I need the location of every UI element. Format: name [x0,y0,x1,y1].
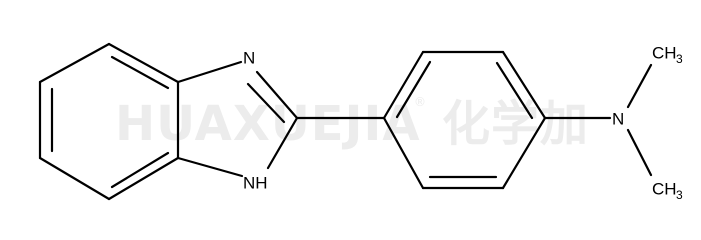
bond-b1-b2 [107,42,180,84]
atom-label-n-amine: N [612,109,624,128]
atom-label-n-imine: N [243,48,255,67]
bond-b3-b4-inner [110,151,170,189]
watermark: HUAXUEJIA ® 化学加 [115,95,589,152]
dimethylamino-group [543,63,653,177]
watermark-registered: ® [414,95,426,109]
bond-n3-c2-inner [246,82,286,124]
bond-p1-p2 [382,50,425,120]
bond-b3-b4 [107,156,180,201]
atom-label-methyl-top-subscript: 3 [676,52,683,66]
phenyl-ring [382,50,547,190]
bond-n-methyl-top [626,63,653,109]
bond-b4-b5 [38,156,111,201]
atom-label-methyl-bottom-subscript: 3 [676,188,683,202]
atom-label-methyl-bottom: CH [652,179,677,198]
watermark-cjk: 化学加 [442,96,589,152]
bond-p3-p4-inner [495,61,534,120]
bond-b6-b1 [38,42,111,84]
atom-label-nh: NH [243,173,268,192]
benzo-ring [38,42,180,201]
bond-p6-p1 [382,116,425,190]
bond-n1-c7a [176,156,244,178]
bond-c3a-n3 [176,60,243,84]
atom-labels: N NH N CH 3 CH 3 [243,43,683,202]
imidazole-ring [176,60,299,178]
bond-p4-p5 [501,116,547,190]
atom-label-methyl-top: CH [652,43,677,62]
bond-p3-p4 [501,50,547,120]
bond-n3-c2 [255,70,299,120]
bond-n-methyl-bottom [626,128,653,177]
bond-c2-n1 [266,116,299,170]
bond-p1-p2-inner [395,60,432,119]
bond-b1-b2-inner [110,55,170,90]
